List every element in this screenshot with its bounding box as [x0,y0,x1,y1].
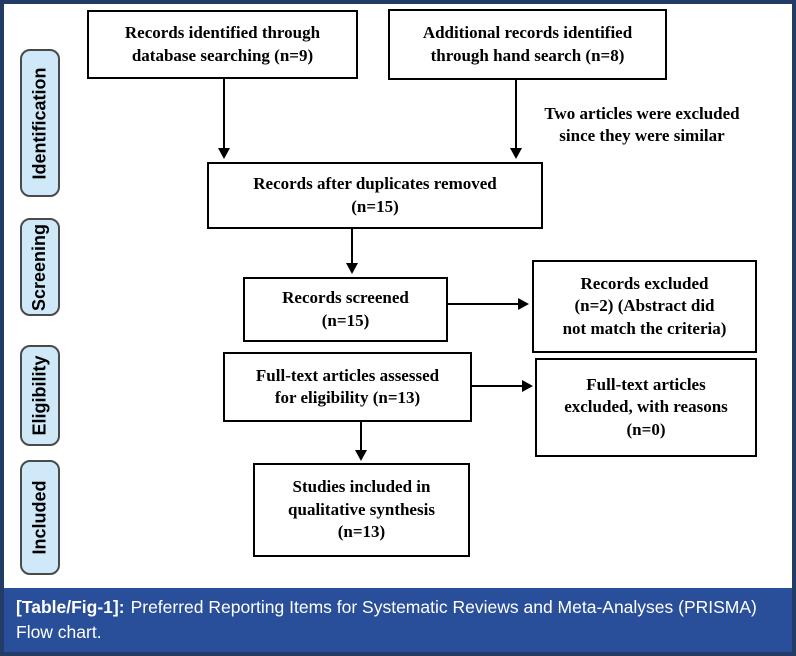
caption-figure-label: [Table/Fig-1]: [16,597,125,617]
note-articles-excluded-similar: Two articles were excluded since they we… [544,104,740,146]
arrow-screened-to-excluded [448,298,529,310]
box-records-identified-database: Records identified through database sear… [87,10,358,79]
arrow-handsearch-to-duplicates [510,80,522,159]
stage-tab-label: Screening [29,223,50,311]
stage-tab-label: Eligibility [29,355,50,436]
box-fulltext-assessed: Full-text articles assessed for eligibil… [223,352,472,422]
caption-text: Preferred Reporting Items for Systematic… [16,597,757,642]
arrow-fulltext-to-included [355,422,367,461]
stage-tab-screening: Screening [20,218,60,316]
arrow-database-to-duplicates [218,79,230,159]
stage-tab-identification: Identification [20,49,60,197]
box-records-after-duplicates-removed: Records after duplicates removed (n=15) [207,162,543,229]
stage-tab-label: Identification [29,67,50,179]
stage-tab-eligibility: Eligibility [20,345,60,446]
arrow-duplicates-to-screened [346,229,358,274]
stage-tab-label: Included [29,480,50,555]
box-records-screened: Records screened (n=15) [243,277,448,342]
box-records-excluded: Records excluded (n=2) (Abstract did not… [532,260,757,353]
arrow-fulltext-to-ftexcluded [470,380,533,392]
box-studies-included: Studies included in qualitative synthesi… [253,463,470,557]
box-additional-records-hand-search: Additional records identified through ha… [388,9,667,80]
stage-tab-included: Included [20,460,60,575]
box-fulltext-excluded: Full-text articles excluded, with reason… [535,358,757,457]
figure-caption: [Table/Fig-1]:Preferred Reporting Items … [4,588,792,652]
flowchart-canvas: Identification Screening Eligibility Inc… [4,4,792,588]
